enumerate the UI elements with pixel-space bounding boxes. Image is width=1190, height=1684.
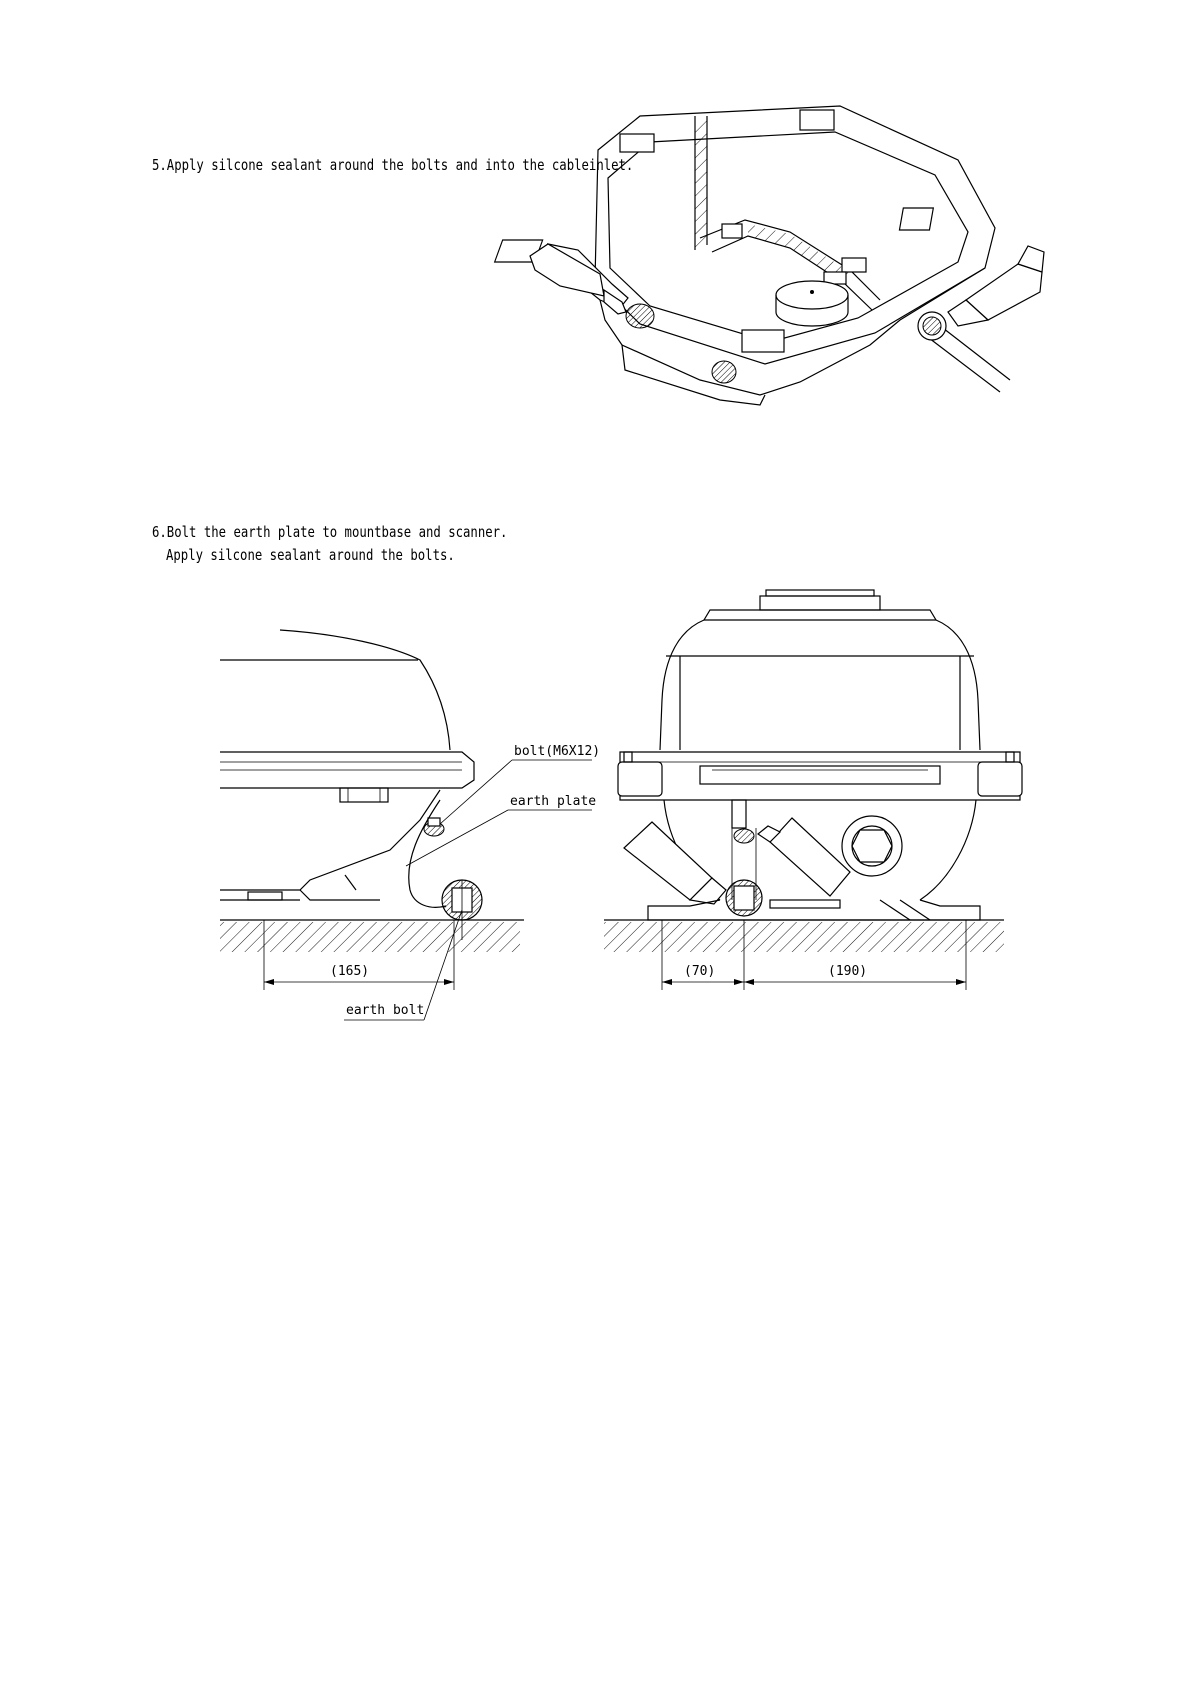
dimension-165-label: (165) — [330, 964, 369, 979]
scanner-side-view-figure: (165) bolt(M6X12) earth plate earth bolt — [220, 630, 600, 1020]
earth-plate-label: earth plate — [510, 794, 596, 809]
sealant-tube-right-icon — [948, 246, 1044, 326]
earth-bolt-label: earth bolt — [346, 1003, 424, 1018]
sealant-tube-front-left-icon — [624, 822, 726, 904]
dimension-70-label: (70) — [684, 964, 715, 979]
scanner-front-view-figure: (70) (190) — [604, 590, 1022, 990]
dimension-190-label: (190) — [828, 964, 867, 979]
mount-base-perspective-figure — [495, 106, 1044, 405]
bolt-label: bolt(M6X12) — [514, 744, 600, 759]
sealant-tube-front-right-icon — [758, 818, 850, 896]
sealant-tube-left-icon — [530, 244, 628, 314]
